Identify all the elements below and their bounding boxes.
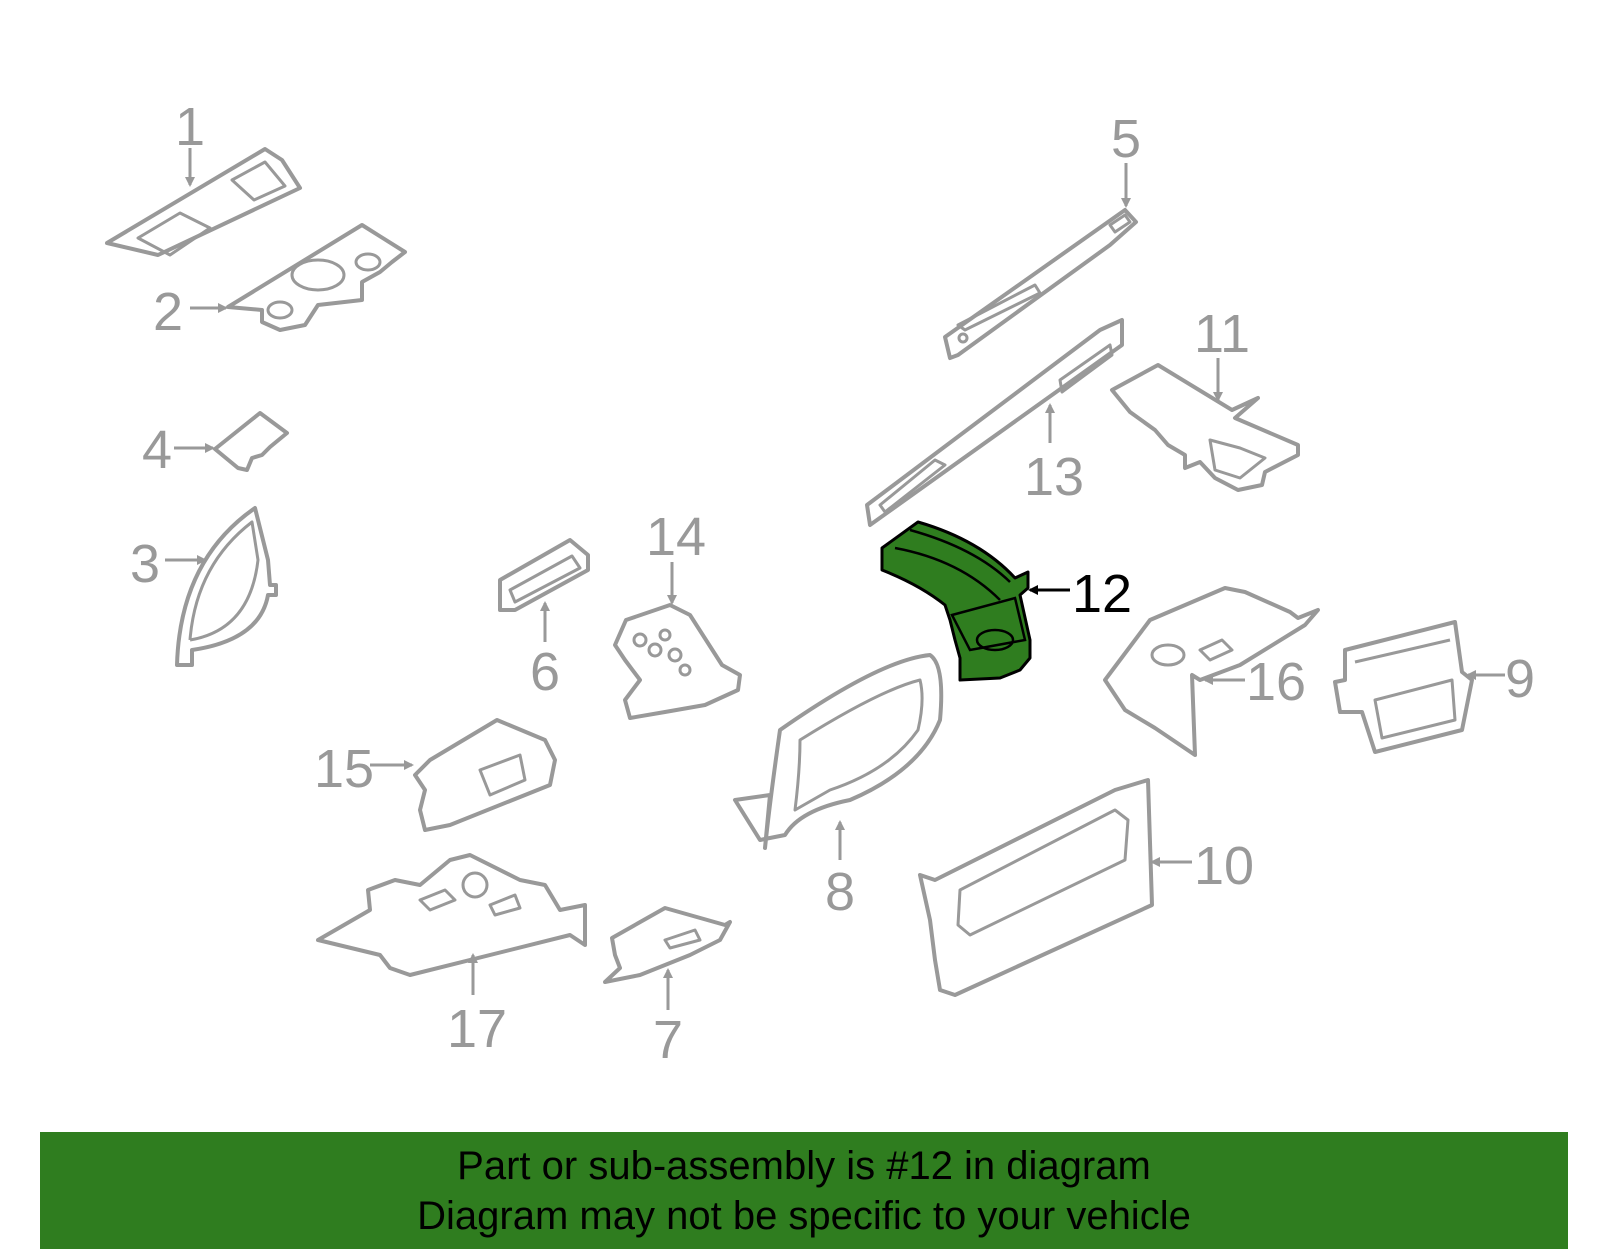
part-14[interactable] <box>613 603 742 720</box>
part-2[interactable] <box>226 223 407 332</box>
callout-2: 2 <box>153 282 183 342</box>
info-banner: Part or sub-assembly is #12 in diagram D… <box>40 1132 1568 1249</box>
part-6[interactable] <box>498 538 590 612</box>
callout-14: 14 <box>646 507 706 567</box>
part-1[interactable] <box>105 147 302 257</box>
banner-line-2: Diagram may not be specific to your vehi… <box>417 1193 1191 1238</box>
callout-6: 6 <box>530 642 560 702</box>
part-7[interactable] <box>603 906 732 984</box>
part-10[interactable] <box>918 778 1154 997</box>
callout-10: 10 <box>1194 836 1254 896</box>
part-8[interactable] <box>733 653 944 850</box>
part-17[interactable] <box>316 853 587 977</box>
callout-12: 12 <box>1072 564 1132 624</box>
callout-17: 17 <box>447 999 507 1059</box>
part-3[interactable] <box>175 506 278 667</box>
callout-1: 1 <box>175 97 205 157</box>
banner-line-1: Part or sub-assembly is #12 in diagram <box>457 1143 1151 1188</box>
callout-15: 15 <box>314 739 374 799</box>
part-5[interactable] <box>943 208 1138 360</box>
part-9[interactable] <box>1333 620 1474 754</box>
part-11[interactable] <box>1110 363 1300 492</box>
part-12-highlighted[interactable] <box>880 520 1032 682</box>
part-15[interactable] <box>413 718 557 832</box>
part-16[interactable] <box>1103 586 1320 757</box>
callout-8: 8 <box>825 862 855 922</box>
callout-5: 5 <box>1111 109 1141 169</box>
part-4[interactable] <box>213 411 289 472</box>
callout-16: 16 <box>1246 652 1306 712</box>
callout-4: 4 <box>142 420 172 480</box>
part-13[interactable] <box>865 318 1124 527</box>
callout-9: 9 <box>1505 649 1535 709</box>
callout-13: 13 <box>1024 447 1084 507</box>
callout-7: 7 <box>653 1010 683 1070</box>
callout-11: 11 <box>1194 304 1250 364</box>
callout-3: 3 <box>130 534 160 594</box>
